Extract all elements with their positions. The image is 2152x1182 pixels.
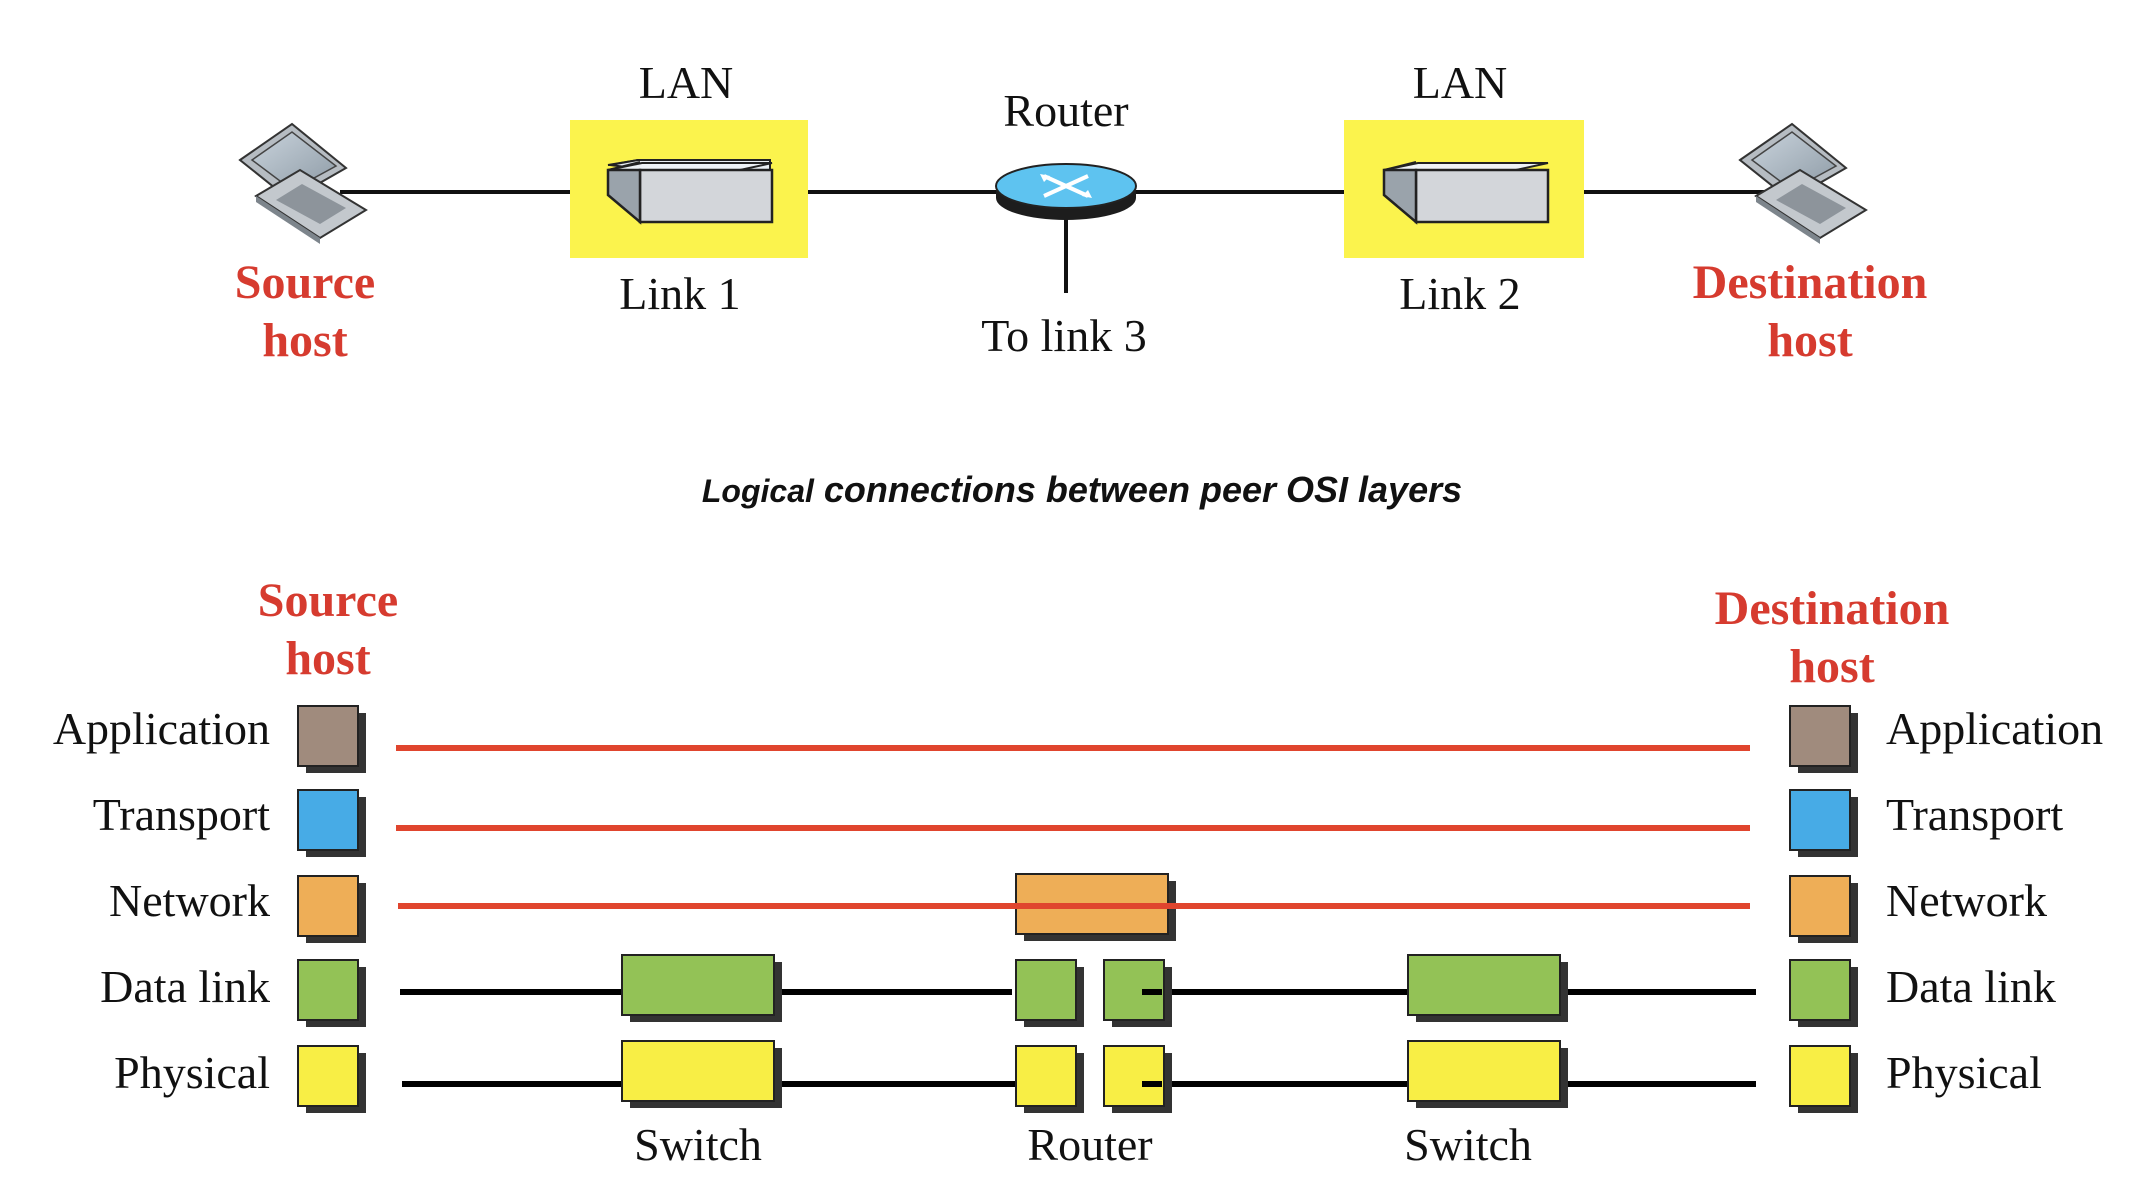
router-bottom-label: Router [1027,1119,1152,1170]
switch-right-icon [1382,161,1550,225]
title-italic-word: Logical [702,473,815,509]
router-datalink-left-box [1015,959,1077,1021]
osi-source-host-line2: host [285,632,370,685]
source-layer-label-transport: Transport [93,789,270,840]
source-layer-label-physical: Physical [114,1047,270,1098]
destination-layer-label-network: Network [1886,875,2047,926]
destination-transport-box [1789,789,1851,851]
destination-layer-label-datalink: Data link [1886,961,2056,1012]
osi-source-host-line1: Source [258,574,398,627]
source-layer-boxes [297,705,366,1113]
left-switch-physical-box [621,1040,775,1102]
left-switch-layers [621,954,782,1108]
switch-left-icon [606,159,774,225]
network-topology: LAN LAN Router Link 1 Link 2 To link 3 S… [235,57,1928,367]
destination-layer-label-physical: Physical [1886,1047,2042,1098]
router-physical-right-box [1103,1045,1165,1107]
lan-right-label: LAN [1413,57,1508,108]
destination-physical-box [1789,1045,1851,1107]
source-layer-label-network: Network [109,875,270,926]
source-laptop-icon [238,122,368,244]
osi-destination-host-line1: Destination [1715,582,1950,635]
osi-destination-host-line2: host [1789,640,1874,693]
source-application-box [297,705,359,767]
right-switch-physical-box [1407,1040,1561,1102]
destination-network-box [1789,875,1851,937]
link1-label: Link 1 [619,268,740,319]
source-network-box [297,875,359,937]
right-switch-layers [1407,954,1568,1108]
right-switch-datalink-box [1407,954,1561,1016]
source-transport-box [297,789,359,851]
to-link3-label: To link 3 [981,310,1146,361]
lan-left-label: LAN [639,57,734,108]
topology-destination-host-line2: host [1767,314,1852,367]
source-physical-box [297,1045,359,1107]
left-switch-label: Switch [634,1119,762,1170]
source-layer-label-datalink: Data link [100,961,270,1012]
destination-datalink-box [1789,959,1851,1021]
router-icon [995,163,1137,220]
left-switch-datalink-box [621,954,775,1016]
topology-source-host-line1: Source [235,256,375,309]
destination-application-box [1789,705,1851,767]
topology-destination-host-line1: Destination [1693,256,1928,309]
osi-layers-diagram: Source host Destination host [53,574,2103,1170]
osi-diagram-title: Logical connections between peer OSI lay… [702,469,1462,510]
router-label: Router [1003,85,1128,136]
destination-layer-label-transport: Transport [1886,789,2063,840]
destination-layer-label-application: Application [1886,703,2103,754]
link2-label: Link 2 [1399,268,1520,319]
right-switch-label: Switch [1404,1119,1532,1170]
title-rest [814,469,824,510]
source-layer-label-application: Application [53,703,270,754]
title-rest-text: connections between peer OSI layers [824,469,1462,510]
source-datalink-box [297,959,359,1021]
router-physical-left-box [1015,1045,1077,1107]
topology-source-host-line2: host [262,314,347,367]
destination-layer-boxes [1789,705,1858,1113]
destination-laptop-icon [1738,122,1868,244]
